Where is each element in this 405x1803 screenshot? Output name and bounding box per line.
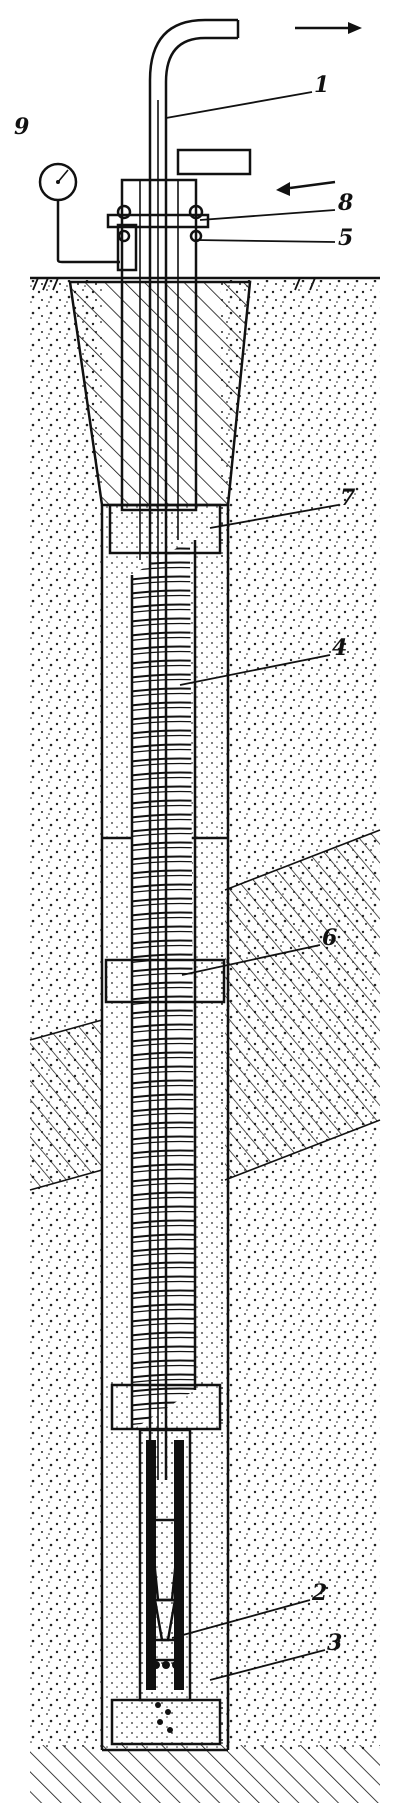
air-inlet-pipe — [176, 148, 252, 176]
label-3: 3 — [327, 1630, 342, 1656]
clay-lens-left — [30, 1020, 102, 1190]
bottom-clay — [30, 1745, 380, 1803]
label-2: 2 — [311, 1580, 327, 1606]
riser-pipe — [148, 18, 238, 1480]
label-9: 9 — [14, 114, 29, 140]
leader-lines — [165, 91, 339, 1681]
casing-pipe — [120, 178, 198, 512]
label-6: 6 — [322, 925, 337, 951]
label-8: 8 — [337, 190, 353, 216]
sump-gravel — [155, 1702, 173, 1733]
label-7: 7 — [340, 485, 356, 511]
gauge-line — [56, 200, 120, 264]
pump-housing — [138, 1428, 192, 1702]
sand-layer-left — [30, 280, 102, 1750]
label-1: 1 — [314, 72, 329, 98]
arrow-right-icon — [295, 22, 362, 34]
label-4: 4 — [332, 635, 347, 661]
pump-base — [152, 1661, 180, 1669]
arrow-left-icon — [276, 180, 336, 196]
pressure-gauge-icon — [38, 162, 78, 202]
clay-lens-right — [225, 830, 380, 1180]
label-5: 5 — [338, 225, 353, 251]
wellhead-flange — [106, 213, 210, 229]
cement-collar — [70, 282, 250, 505]
